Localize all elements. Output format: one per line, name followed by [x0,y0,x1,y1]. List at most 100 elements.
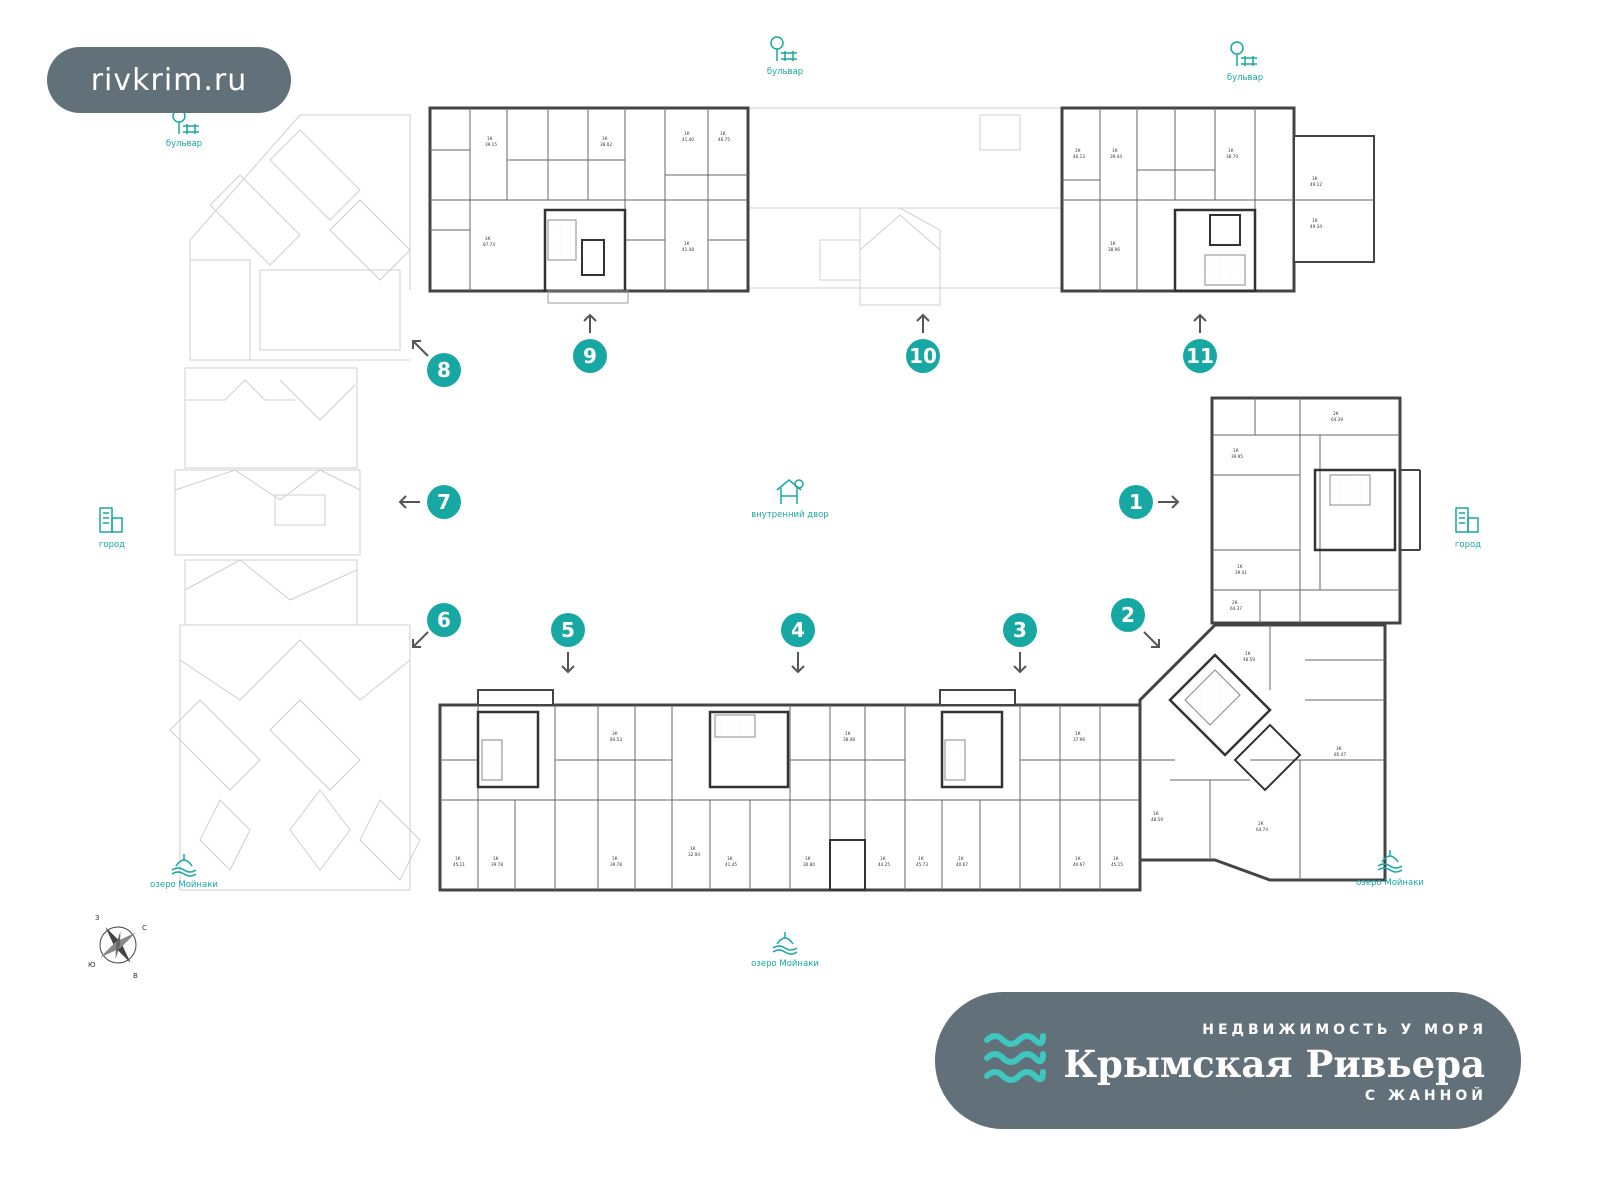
compass-north: С [142,924,147,932]
apt-area: 48.59 [1243,657,1255,662]
apt-type: 2К [1258,821,1264,826]
view-marker-4 [781,613,815,647]
apt-type: 1К [612,856,618,861]
apt-type: 3К [1336,746,1342,751]
view-marker-number: 1 [1129,490,1143,514]
apt-type: 1К [1075,148,1081,153]
boulevard-icon [1230,41,1257,66]
orientation-texts: бульвар бульвар бульвар город город внут… [99,67,1481,969]
apt-area: 32.94 [688,852,700,857]
compass-south: Ю [88,961,96,969]
city-icon [99,507,123,533]
view-marker-10 [906,339,940,373]
apt-type: 1К [684,131,690,136]
wing-corner [1138,623,1387,882]
apt-area: 64.39 [1331,417,1343,422]
apt-type: 1К [1312,218,1318,223]
apt-type: 1К [602,136,608,141]
apt-area: 30.80 [803,862,815,867]
lake-icon [171,854,197,877]
view-marker-number: 2 [1121,603,1135,627]
boulevard-label: бульвар [1227,73,1263,83]
brand-name: Крымская Ривьера [1063,1042,1485,1086]
boulevard-label: бульвар [767,67,803,77]
view-marker-9 [573,339,607,373]
apt-type: 1К [845,731,851,736]
apt-area: 46.13 [1073,154,1085,159]
compass-west: З [95,914,100,922]
view-marker-6 [427,603,461,637]
apt-type: 1К [918,856,924,861]
apt-area: 39.15 [485,142,497,147]
apt-area: 38.02 [600,142,612,147]
apt-area: 46.75 [718,137,730,142]
apt-area: 45.11 [453,862,465,867]
view-marker-number: 10 [909,344,937,368]
view-marker-5 [551,613,585,647]
apt-area: 39.95 [1231,454,1243,459]
site-watermark-text: rivkrim.ru [90,62,248,98]
brand-tagline: НЕДВИЖИМОСТЬ У МОРЯ [1202,1022,1487,1038]
wing-south [438,689,1142,892]
view-markers: 1 2 3 4 5 6 7 8 9 10 11 [398,313,1217,674]
view-marker-2 [1111,598,1145,632]
apt-area: 40.67 [956,862,968,867]
apt-type: 1К [958,856,964,861]
boulevard-icon [172,109,199,134]
apartment-labels: 1К 39.15 1К 38.02 1К 41.40 1К 46.75 3К 8… [453,131,1346,867]
courtyard-label: внутренний двор [751,510,829,520]
city-icon [1455,507,1479,533]
apt-type: 2К [1333,411,1339,416]
apt-area: 48.59 [1151,817,1163,822]
compass-east: В [133,972,138,980]
apt-area: 39.78 [491,862,503,867]
boulevard-icon [770,36,797,61]
view-marker-3 [1003,613,1037,647]
apt-area: 87.74 [483,242,495,247]
apt-area: 41.48 [682,247,694,252]
apt-area: 64.74 [1256,827,1268,832]
apt-area: 39.41 [1235,570,1247,575]
apt-area: 39.44 [1110,154,1122,159]
apt-type: 1К [1237,564,1243,569]
apt-type: 2К [1232,600,1238,605]
apt-type: 1К [727,856,733,861]
view-marker-8 [427,353,461,387]
boulevard-label: бульвар [166,139,202,149]
apt-area: 41.45 [725,862,737,867]
apt-area: 37.96 [1073,737,1085,742]
waves-icon [984,1033,1046,1083]
city-label: город [1455,540,1481,550]
lake-icon [1377,850,1403,873]
apt-area: 41.40 [682,137,694,142]
city-label: город [99,540,125,550]
apt-type: 1К [1153,811,1159,816]
compass-rose: С Ю З В [88,914,147,980]
apt-type: 1К [1228,148,1234,153]
apt-area: 39.78 [610,862,622,867]
view-marker-number: 7 [437,490,451,514]
apt-type: 1К [1075,731,1081,736]
apt-type: 1К [1113,856,1119,861]
apt-type: 1К [1075,856,1081,861]
courtyard-icon [776,479,804,504]
view-marker-number: 11 [1186,344,1214,368]
apt-type: 1К [684,241,690,246]
apt-area: 84.53 [610,737,622,742]
apt-type: 3К [612,731,618,736]
apt-type: 1К [1245,651,1251,656]
apt-area: 45.15 [1111,862,1123,867]
apt-type: 1К [487,136,493,141]
brand-banner: НЕДВИЖИМОСТЬ У МОРЯ Крымская Ривьера С Ж… [935,992,1521,1129]
lake-label: озеро Мойнаки [1356,878,1424,888]
apt-type: 1К [1112,148,1118,153]
apt-area: 45.73 [916,862,928,867]
lake-label: озеро Мойнаки [150,880,218,890]
lake-icon [772,932,798,955]
apt-type: 1К [493,856,499,861]
view-marker-number: 9 [583,344,597,368]
apt-type: 1К [1312,176,1318,181]
apt-type: 1К [1233,448,1239,453]
apt-area: 38.96 [1108,247,1120,252]
